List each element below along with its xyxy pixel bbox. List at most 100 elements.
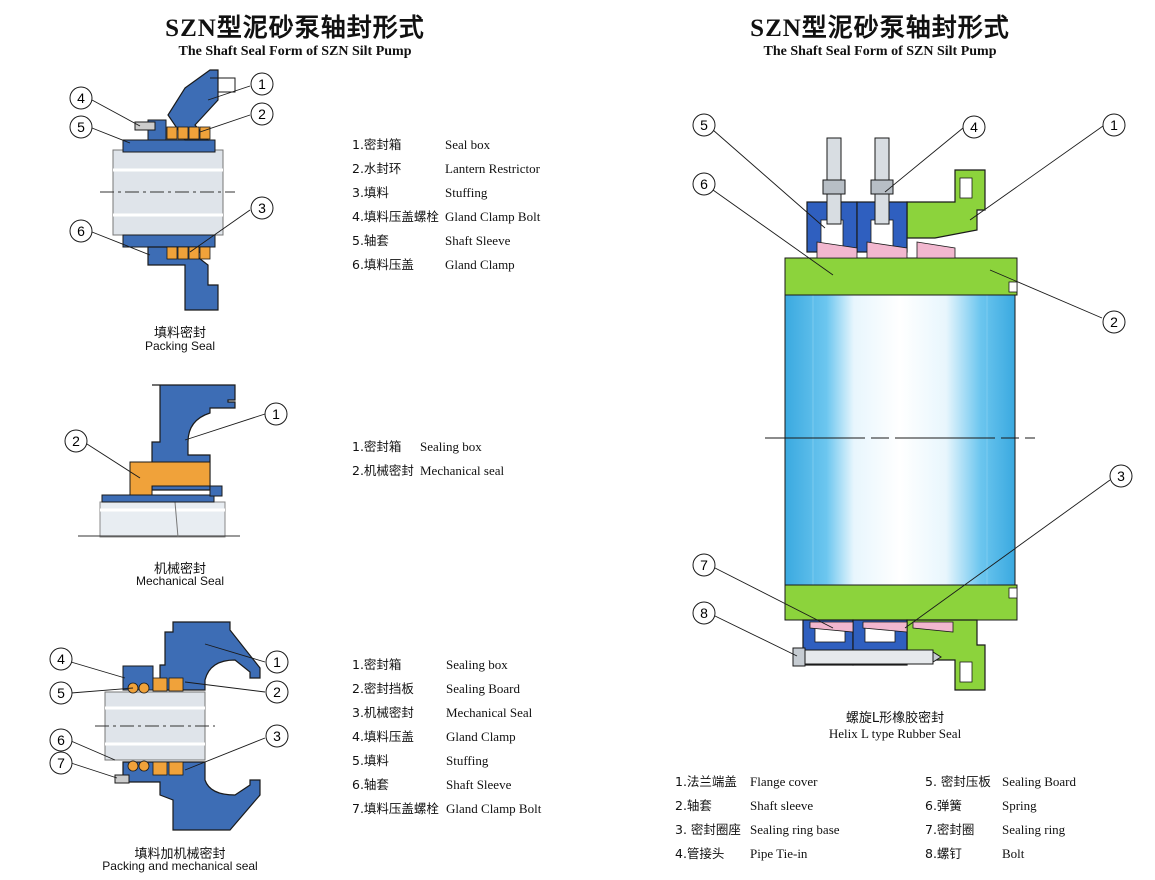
helix-callout-8: 8 <box>692 601 716 625</box>
helix-seal-diagram: 1 2 3 4 5 6 7 8 <box>692 113 1133 691</box>
mechanical-shaft <box>99 501 226 538</box>
helix-callout-2: 2 <box>1102 310 1126 334</box>
helix-callout-5: 5 <box>692 113 716 137</box>
mechanical-seal-caption-en: Mechanical Seal <box>135 574 225 588</box>
combined-seal-caption-en: Packing and mechanical seal <box>102 859 258 873</box>
svg-text:2: 2 <box>72 433 80 449</box>
mechanical-callout-2: 2 <box>64 429 88 453</box>
helix-seal-caption-cn: 螺旋L形橡胶密封 <box>845 711 945 726</box>
helix-shaft-sleeve <box>784 294 1016 586</box>
combined-callout-6: 6 <box>49 728 73 752</box>
packing-seal-box-top <box>167 69 219 141</box>
right-title-cn: SZN型泥砂泵轴封形式 <box>750 15 1010 42</box>
svg-text:4: 4 <box>970 119 978 135</box>
packing-callout-6: 6 <box>69 219 93 243</box>
svg-text:2: 2 <box>1110 314 1118 330</box>
svg-text:3: 3 <box>273 728 281 744</box>
mechanical-seal-diagram: 1 2 <box>64 384 288 538</box>
helix-callout-1: 1 <box>1102 113 1126 137</box>
svg-text:3: 3 <box>1117 468 1125 484</box>
svg-text:5: 5 <box>77 119 85 135</box>
combined-seal-box-bottom <box>122 761 261 831</box>
helix-sleeve-collar-bottom <box>784 584 1018 621</box>
packing-callout-2: 2 <box>250 102 274 126</box>
combined-packing-bottom <box>127 760 184 776</box>
svg-text:7: 7 <box>57 755 65 771</box>
combined-packing-top <box>127 677 184 694</box>
packing-callout-4: 4 <box>69 86 93 110</box>
combined-callout-5: 5 <box>49 681 73 705</box>
left-title-en: The Shaft Seal Form of SZN Silt Pump <box>178 44 412 59</box>
combined-callout-3: 3 <box>265 724 289 748</box>
combined-callout-1: 1 <box>265 650 289 674</box>
svg-text:1: 1 <box>258 76 266 92</box>
packing-rings-top <box>166 126 211 140</box>
helix-callout-3: 3 <box>1109 464 1133 488</box>
svg-text:5: 5 <box>700 117 708 133</box>
svg-text:6: 6 <box>700 176 708 192</box>
svg-text:2: 2 <box>273 684 281 700</box>
svg-text:1: 1 <box>273 654 281 670</box>
helix-pipe-tie-in <box>822 137 894 225</box>
mechanical-callout-1: 1 <box>264 402 288 426</box>
svg-text:2: 2 <box>258 106 266 122</box>
helix-callout-7: 7 <box>692 553 716 577</box>
svg-text:1: 1 <box>1110 117 1118 133</box>
combined-callout-4: 4 <box>49 647 73 671</box>
svg-text:7: 7 <box>700 557 708 573</box>
packing-callout-3: 3 <box>250 196 274 220</box>
packing-rings-bottom <box>166 246 211 260</box>
combined-seal-diagram: 1 2 3 4 5 6 7 <box>49 621 289 831</box>
svg-text:6: 6 <box>57 732 65 748</box>
svg-text:4: 4 <box>77 90 85 106</box>
packing-seal-caption-cn: 填料密封 <box>153 326 206 341</box>
helix-bolt <box>792 647 942 667</box>
svg-text:3: 3 <box>258 200 266 216</box>
combined-seal-box-top <box>159 621 261 691</box>
right-title-en: The Shaft Seal Form of SZN Silt Pump <box>763 44 997 59</box>
mechanical-seal-caption-cn: 机械密封 <box>153 562 206 577</box>
packing-seal-diagram: 1 2 3 4 5 6 <box>69 69 274 311</box>
helix-flange-cover-top <box>906 169 986 239</box>
packing-callout-1: 1 <box>250 72 274 96</box>
svg-text:6: 6 <box>77 223 85 239</box>
svg-text:5: 5 <box>57 685 65 701</box>
combined-callout-7: 7 <box>49 751 73 775</box>
svg-text:1: 1 <box>272 406 280 422</box>
helix-sleeve-collar-top <box>784 257 1018 296</box>
svg-text:8: 8 <box>700 605 708 621</box>
packing-seal-caption-en: Packing Seal <box>144 339 216 353</box>
combined-callout-2: 2 <box>265 680 289 704</box>
svg-text:4: 4 <box>57 651 65 667</box>
packing-callout-5: 5 <box>69 115 93 139</box>
left-title-cn: SZN型泥砂泵轴封形式 <box>165 15 425 42</box>
helix-callout-4: 4 <box>962 115 986 139</box>
helix-callout-6: 6 <box>692 172 716 196</box>
